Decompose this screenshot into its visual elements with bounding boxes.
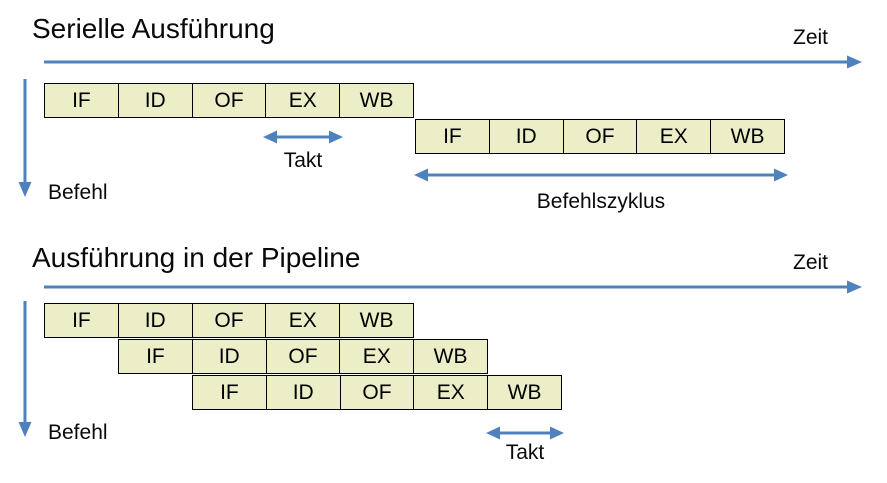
serial-instruction-axis-arrow — [18, 79, 32, 197]
serial-section-title: Serielle Ausführung — [32, 13, 275, 44]
pipeline-instruction-2-row: IF ID OF EX WB — [118, 339, 488, 374]
serial-clock-span-arrow — [263, 130, 343, 144]
stage-cell: EX — [636, 120, 710, 153]
instruction-cycle-span-arrow — [414, 168, 788, 182]
pipeline-instruction-3-row: IF ID OF EX WB — [192, 375, 562, 410]
serial-time-axis-arrow — [44, 55, 862, 69]
stage-cell: ID — [117, 304, 192, 337]
stage-cell: EX — [339, 340, 413, 373]
stage-cell: WB — [339, 304, 413, 337]
stage-cell: OF — [265, 340, 340, 373]
pipeline-clock-label: Takt — [505, 441, 545, 464]
stage-cell: EX — [265, 84, 339, 117]
stage-cell: ID — [488, 120, 563, 153]
stage-cell: OF — [339, 376, 414, 409]
pipeline-instruction-axis-arrow — [18, 301, 32, 437]
stage-cell: OF — [191, 84, 266, 117]
stage-cell: WB — [710, 120, 784, 153]
stage-cell: IF — [443, 124, 462, 148]
serial-clock-label: Takt — [283, 149, 323, 172]
serial-instruction-2-row: IF ID OF EX WB — [415, 119, 785, 154]
pipeline-instruction-label: Befehl — [48, 421, 108, 444]
stage-cell: WB — [413, 340, 487, 373]
stage-cell: IF — [220, 380, 239, 404]
stage-cell: OF — [562, 120, 637, 153]
instruction-cycle-label: Befehlszyklus — [536, 190, 666, 213]
pipeline-section-title: Ausführung in der Pipeline — [32, 242, 361, 273]
stage-cell: ID — [265, 376, 340, 409]
stage-cell: WB — [339, 84, 413, 117]
stage-cell: IF — [72, 308, 91, 332]
stage-cell: ID — [117, 84, 192, 117]
pipeline-time-axis-arrow — [44, 280, 862, 294]
stage-cell: EX — [265, 304, 339, 337]
stage-cell: IF — [72, 88, 91, 112]
stage-cell: ID — [191, 340, 266, 373]
serial-time-label: Zeit — [793, 26, 829, 49]
stage-cell: OF — [191, 304, 266, 337]
pipeline-time-label: Zeit — [793, 251, 829, 274]
stage-cell: EX — [413, 376, 487, 409]
stage-cell: IF — [146, 344, 165, 368]
stage-cell: WB — [487, 376, 561, 409]
serial-instruction-label: Befehl — [48, 181, 108, 204]
serial-instruction-1-row: IF ID OF EX WB — [44, 83, 414, 118]
pipeline-clock-span-arrow — [486, 426, 564, 440]
pipeline-instruction-1-row: IF ID OF EX WB — [44, 303, 414, 338]
